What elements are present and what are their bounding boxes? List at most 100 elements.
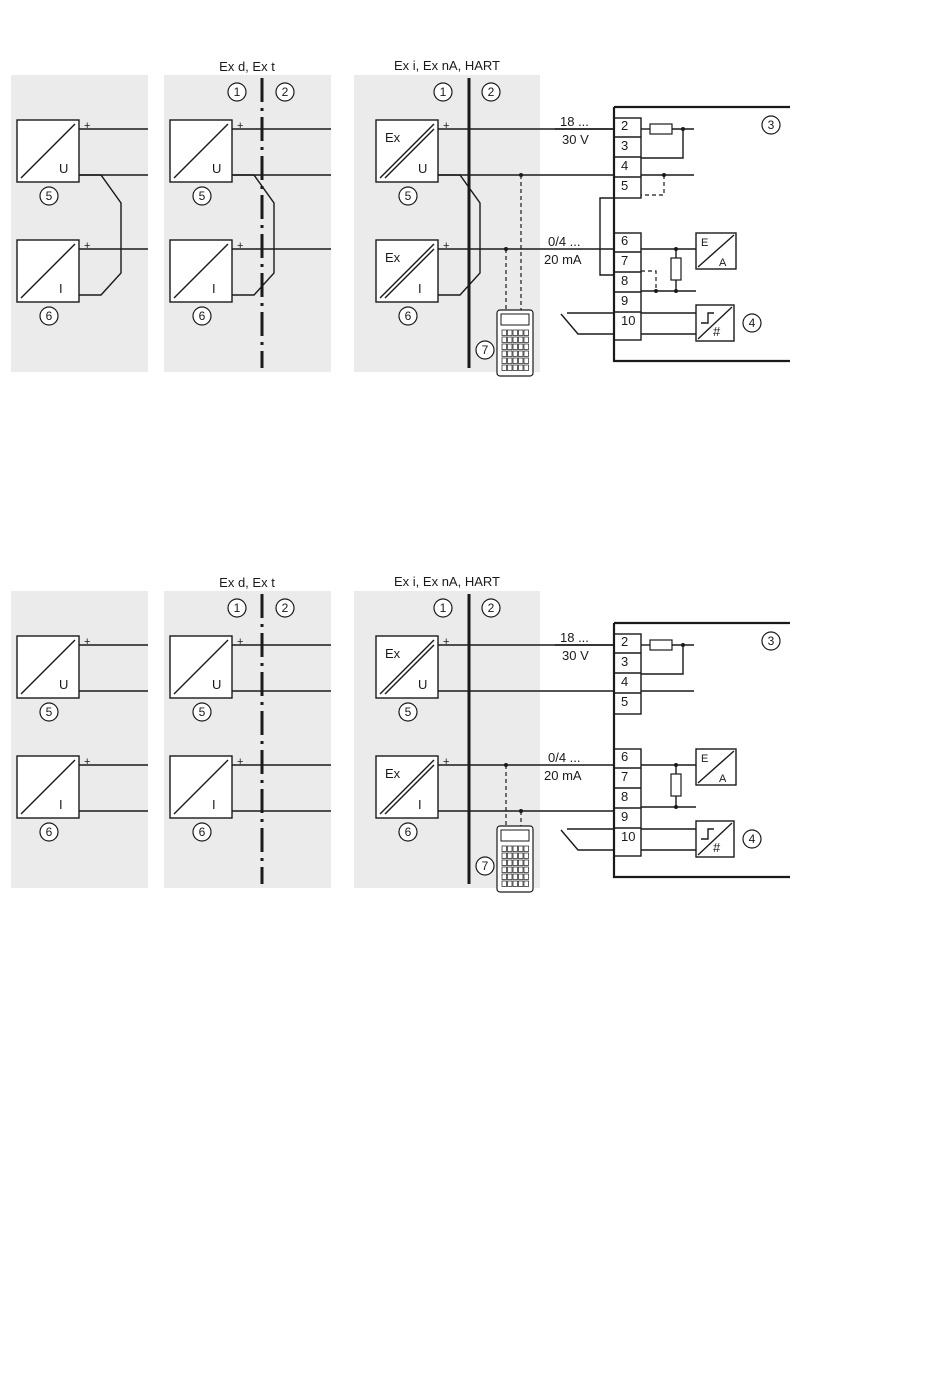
callout-3-number: 3: [768, 118, 775, 132]
switch-hash: #: [713, 324, 721, 339]
junction-dot: [504, 763, 508, 767]
callout-3: 3: [762, 632, 780, 650]
callout-2: 2: [482, 599, 500, 617]
callout-3-number: 3: [768, 634, 775, 648]
voltage-transmitter-letter: U: [212, 677, 221, 692]
junction-dot: [519, 173, 523, 177]
callout-6: 6: [40, 823, 58, 841]
callout-5: 5: [40, 703, 58, 721]
callout-6-number: 6: [46, 309, 53, 323]
voltage-transmitter-ex-label: Ex: [385, 646, 401, 661]
terminal-3: 3: [621, 654, 628, 669]
voltage-transmitter-letter: U: [418, 677, 427, 692]
junction-dot: [519, 809, 523, 813]
callout-5-number: 5: [405, 189, 412, 203]
switch-symbol: #: [696, 305, 734, 341]
callout-5-number: 5: [405, 705, 412, 719]
callout-4: 4: [743, 314, 761, 332]
junction-dot: [662, 173, 666, 177]
callout-5: 5: [399, 187, 417, 205]
voltage-transmitter-plus-sign: +: [84, 636, 90, 648]
callout-6: 6: [399, 823, 417, 841]
callout-1: 1: [434, 83, 452, 101]
switch-wire: [561, 314, 614, 334]
callout-2-number: 2: [282, 601, 289, 615]
supply-label-line1: 18 ...: [560, 630, 589, 645]
terminal-10: 10: [621, 313, 635, 328]
terminal-6: 6: [621, 749, 628, 764]
converter-a: A: [719, 257, 727, 269]
resistor: [650, 124, 672, 134]
callout-6-number: 6: [199, 309, 206, 323]
zone-title-ex-i: Ex i, Ex nA, HART: [394, 574, 500, 589]
current-transmitter-letter: I: [418, 281, 422, 296]
callout-2-number: 2: [488, 601, 495, 615]
switch-hash: #: [713, 840, 721, 855]
signal-label-line2: 20 mA: [544, 252, 582, 267]
switch-wire: [561, 830, 614, 850]
voltage-transmitter-letter: U: [59, 161, 68, 176]
callout-6-number: 6: [46, 825, 53, 839]
callout-4-number: 4: [749, 316, 756, 330]
callout-7-number: 7: [482, 859, 489, 873]
signal-label-line1: 0/4 ...: [548, 234, 581, 249]
junction-dot: [654, 289, 658, 293]
current-transmitter-letter: I: [418, 797, 422, 812]
callout-1: 1: [228, 599, 246, 617]
voltage-transmitter-plus-sign: +: [443, 636, 449, 648]
current-transmitter-plus-sign: +: [237, 240, 243, 252]
zone-title-ex-d: Ex d, Ex t: [219, 59, 275, 74]
junction-dot: [674, 247, 678, 251]
hart-handheld: [497, 826, 533, 892]
callout-5: 5: [193, 187, 211, 205]
callout-2-number: 2: [488, 85, 495, 99]
callout-5: 5: [193, 703, 211, 721]
terminal-5: 5: [621, 694, 628, 709]
supply-label-line1: 18 ...: [560, 114, 589, 129]
terminal-3: 3: [621, 138, 628, 153]
callout-2: 2: [276, 83, 294, 101]
callout-1: 1: [434, 599, 452, 617]
callout-6: 6: [399, 307, 417, 325]
junction-dot: [674, 763, 678, 767]
callout-4-number: 4: [749, 832, 756, 846]
voltage-transmitter-letter: U: [59, 677, 68, 692]
current-transmitter-letter: I: [212, 281, 216, 296]
load-resistor: [671, 258, 681, 280]
callout-5-number: 5: [46, 189, 53, 203]
voltage-transmitter-plus-sign: +: [237, 636, 243, 648]
terminal-2: 2: [621, 634, 628, 649]
dashed-link: [641, 271, 656, 291]
terminal-6: 6: [621, 233, 628, 248]
terminal-10: 10: [621, 829, 635, 844]
supply-label-line2: 30 V: [562, 648, 589, 663]
callout-5: 5: [399, 703, 417, 721]
current-transmitter-plus-sign: +: [84, 756, 90, 768]
signal-label-line2: 20 mA: [544, 768, 582, 783]
junction-dot: [681, 127, 685, 131]
hart-handheld: [497, 310, 533, 376]
callout-6-number: 6: [405, 825, 412, 839]
callout-7: 7: [476, 341, 494, 359]
callout-4: 4: [743, 830, 761, 848]
callout-2-number: 2: [282, 85, 289, 99]
terminal-4: 4: [621, 674, 628, 689]
callout-2: 2: [276, 599, 294, 617]
terminal-8: 8: [621, 273, 628, 288]
converter-symbol: EA: [696, 749, 736, 785]
signal-label-line1: 0/4 ...: [548, 750, 581, 765]
current-transmitter-plus-sign: +: [443, 240, 449, 252]
current-transmitter-letter: I: [59, 797, 63, 812]
terminal-8: 8: [621, 789, 628, 804]
current-transmitter-letter: I: [59, 281, 63, 296]
voltage-transmitter-plus-sign: +: [443, 120, 449, 132]
callout-1-number: 1: [234, 601, 241, 615]
current-transmitter-ex-label: Ex: [385, 250, 401, 265]
callout-6-number: 6: [199, 825, 206, 839]
converter-e: E: [701, 237, 708, 249]
terminal-5: 5: [621, 178, 628, 193]
callout-2: 2: [482, 83, 500, 101]
callout-6: 6: [193, 823, 211, 841]
